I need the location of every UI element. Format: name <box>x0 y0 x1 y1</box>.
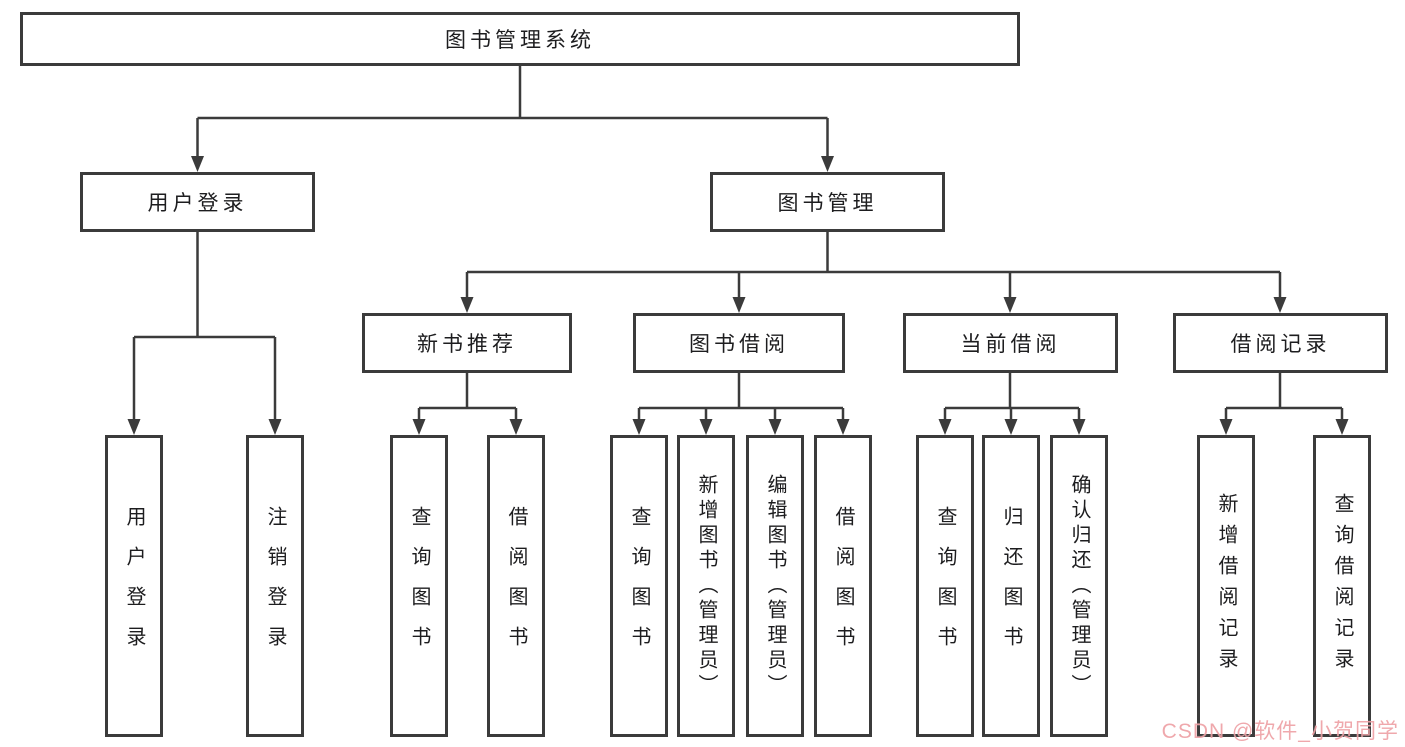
leaf-query-borrow-record: 查询借阅记录 <box>1313 435 1371 737</box>
leaf-query-books-current: 查询图书 <box>916 435 974 737</box>
leaf-add-borrow-record: 新增借阅记录 <box>1197 435 1255 737</box>
leaf-user-login: 用户登录 <box>105 435 163 737</box>
leaf-borrow-books-rec: 借阅图书 <box>487 435 545 737</box>
connector-current-children <box>938 373 1086 435</box>
leaf-query-books-rec: 查询图书 <box>390 435 448 737</box>
node-new-book-recommend: 新书推荐 <box>362 313 572 373</box>
node-book-management: 图书管理 <box>710 172 945 232</box>
connector-user-login-children <box>127 232 282 435</box>
node-user-login: 用户登录 <box>80 172 315 232</box>
connector-root-to-level2 <box>191 66 834 172</box>
connector-new-rec-children <box>412 373 523 435</box>
leaf-edit-books-admin: 编辑图书（管理员） <box>746 435 804 737</box>
node-book-borrow: 图书借阅 <box>633 313 845 373</box>
node-root-system: 图书管理系统 <box>20 12 1020 66</box>
connector-borrow-children <box>632 373 850 435</box>
connector-book-mgmt-to-level3 <box>460 232 1287 313</box>
connector-records-children <box>1219 373 1349 435</box>
leaf-add-books-admin: 新增图书（管理员） <box>677 435 735 737</box>
node-borrow-records: 借阅记录 <box>1173 313 1388 373</box>
leaf-confirm-return-admin: 确认归还（管理员） <box>1050 435 1108 737</box>
csdn-watermark: CSDN @软件_小贺同学 <box>1161 720 1399 743</box>
leaf-query-books-borrow: 查询图书 <box>610 435 668 737</box>
leaf-return-books: 归还图书 <box>982 435 1040 737</box>
node-current-borrow: 当前借阅 <box>903 313 1118 373</box>
leaf-borrow-books: 借阅图书 <box>814 435 872 737</box>
leaf-logout: 注销登录 <box>246 435 304 737</box>
